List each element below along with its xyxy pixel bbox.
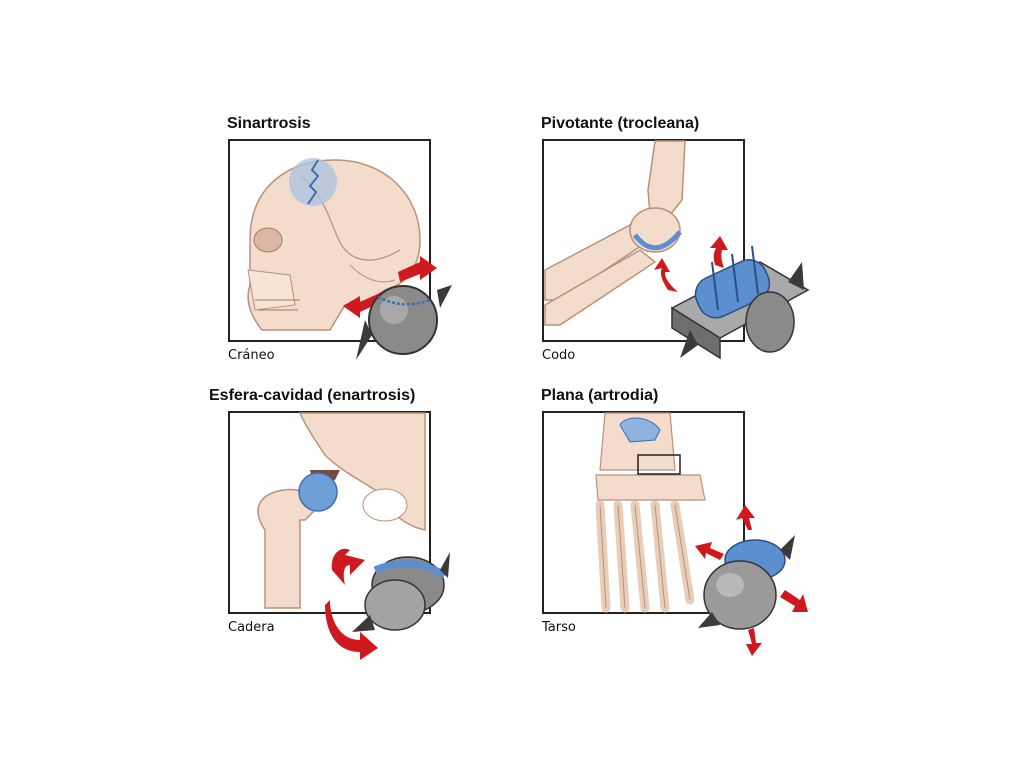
panel-caption-cadera: Cadera xyxy=(228,620,275,635)
red-arrow-icon xyxy=(331,548,365,585)
mechanical-joint-icon xyxy=(670,245,810,360)
red-arrow-icon xyxy=(695,542,724,560)
mechanical-joint-icon xyxy=(352,552,450,632)
hip-icon xyxy=(257,412,426,609)
mechanical-joint-icon xyxy=(356,285,452,360)
panel-title-sinartrosis: Sinartrosis xyxy=(227,115,311,132)
panel-caption-craneo: Cráneo xyxy=(228,348,275,363)
red-arrow-icon xyxy=(343,292,385,318)
red-arrow-icon xyxy=(736,505,755,530)
red-arrow-icon xyxy=(325,600,378,660)
elbow-icon xyxy=(544,140,686,326)
panel-title-esfera-cavidad: Esfera-cavidad (enartrosis) xyxy=(209,387,416,404)
ball-joint-highlight-icon xyxy=(298,472,338,512)
panel-caption-codo: Codo xyxy=(542,348,576,363)
skull-icon xyxy=(247,159,421,331)
panel-caption-tarso: Tarso xyxy=(542,620,576,635)
mechanical-joint-icon xyxy=(698,535,795,630)
red-arrow-icon xyxy=(780,590,808,612)
red-arrow-icon xyxy=(398,256,437,282)
red-arrow-icon xyxy=(746,628,762,656)
panel-title-plana: Plana (artrodia) xyxy=(541,387,659,404)
panel-title-pivotante: Pivotante (trocleana) xyxy=(541,115,700,132)
red-arrow-icon xyxy=(654,258,678,292)
red-arrow-icon xyxy=(710,236,728,268)
foot-icon xyxy=(595,412,706,613)
detail-box-icon xyxy=(637,454,681,475)
